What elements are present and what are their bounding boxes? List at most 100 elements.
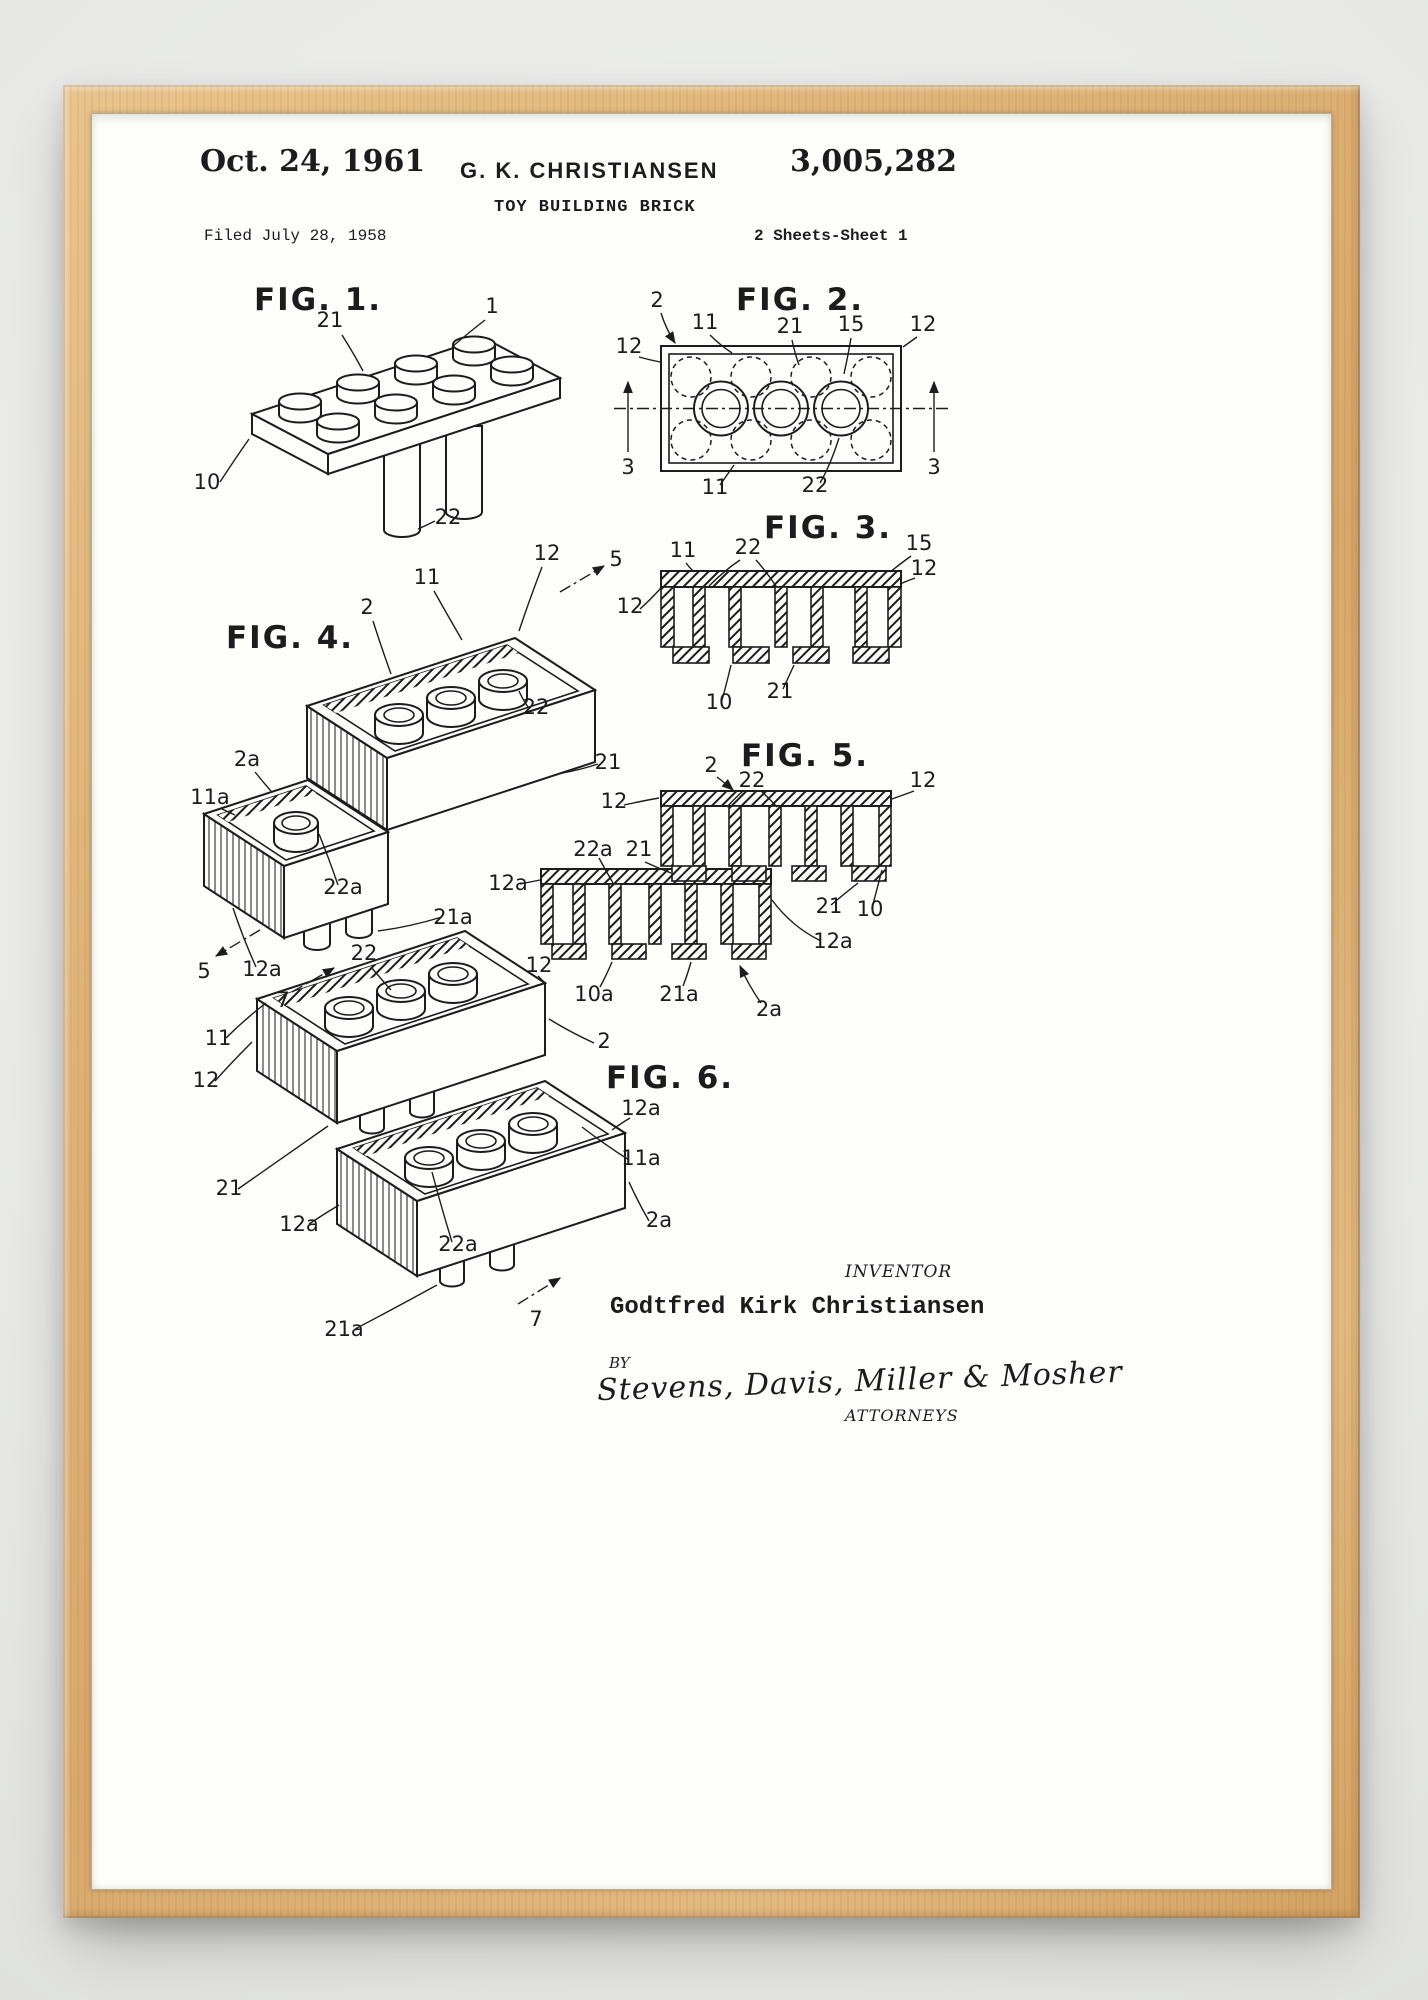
ref-numeral: 5: [197, 959, 210, 983]
ref-numeral: 11: [414, 565, 441, 589]
ref-numeral: 11: [205, 1026, 232, 1050]
patent-author: G. K. CHRISTIANSEN: [460, 158, 719, 183]
ref-numeral: 11a: [621, 1146, 661, 1170]
ref-numeral: 11: [670, 538, 697, 562]
figure-1-leader-lines: [219, 319, 486, 530]
figure-2-leader-lines: [638, 312, 918, 486]
ref-numeral: 10: [857, 897, 884, 921]
ref-numeral: 15: [906, 531, 933, 555]
figure-6-drawing: FIG. 6.: [193, 929, 734, 1341]
ref-numeral: 11: [692, 310, 719, 334]
patent-sheet: Oct. 24, 1961 G. K. CHRISTIANSEN TOY BUI…: [91, 113, 1332, 1890]
figure-2-label: FIG. 2.: [736, 282, 864, 318]
ref-numeral: 12: [910, 312, 937, 336]
figure-3-section-shape: [660, 570, 902, 664]
attorneys-label: ATTORNEYS: [845, 1406, 959, 1425]
ref-numeral: 12: [526, 953, 553, 977]
ref-numeral: 12a: [279, 1212, 319, 1236]
inventor-name: Godtfred Kirk Christiansen: [610, 1294, 985, 1321]
ref-numeral: 3: [927, 455, 940, 479]
ref-numeral: 21: [816, 894, 843, 918]
ref-numeral: 22: [351, 941, 378, 965]
ref-numeral: 2a: [234, 747, 260, 771]
ref-numeral: 12: [601, 789, 628, 813]
filed-date: Filed July 28, 1958: [204, 227, 387, 245]
ref-numeral: 21a: [433, 905, 473, 929]
figure-4-leader-lines: [219, 566, 599, 968]
figure-6-upper-brick-shape: [254, 929, 548, 1135]
patent-drawing: FIG. 1.: [190, 282, 950, 1341]
figure-6-leader-lines: [214, 966, 650, 1330]
ref-numeral: 22a: [323, 875, 363, 899]
ref-numeral: 12a: [242, 957, 282, 981]
figure-5-label: FIG. 5.: [741, 738, 869, 774]
ref-numeral: 21: [777, 314, 804, 338]
ref-numeral: 7: [529, 1307, 542, 1331]
ref-numeral: 2a: [646, 1208, 672, 1232]
ref-numeral: 10: [706, 690, 733, 714]
figure-1-label: FIG. 1.: [254, 282, 382, 318]
ref-numeral: 12: [617, 594, 644, 618]
ref-numeral: 5: [609, 547, 622, 571]
ref-numeral: 22: [435, 505, 462, 529]
ref-numeral: 22: [739, 768, 766, 792]
figure-6-label: FIG. 6.: [606, 1060, 734, 1096]
ref-numeral: 10: [194, 470, 221, 494]
ref-numeral: 7: [276, 988, 289, 1012]
ref-numeral: 3: [621, 455, 634, 479]
figure-3-leader-lines: [639, 555, 916, 701]
figure-4-label: FIG. 4.: [226, 620, 354, 656]
ref-numeral: 22: [802, 473, 829, 497]
figure-4-drawing: FIG. 4.: [190, 541, 622, 983]
figure-3-label: FIG. 3.: [764, 510, 892, 546]
ref-numeral: 12a: [621, 1096, 661, 1120]
ref-numeral: 12a: [813, 929, 853, 953]
ref-numeral: 12: [910, 768, 937, 792]
figure-1-drawing: FIG. 1.: [194, 282, 563, 538]
ref-numeral: 2a: [756, 997, 782, 1021]
figure-2-drawing: FIG. 2.: [614, 282, 950, 499]
figure-6-lower-brick-shape: [334, 1079, 628, 1288]
ref-numeral: 21a: [324, 1317, 364, 1341]
ref-numeral: 12a: [488, 871, 528, 895]
ref-numeral: 21a: [659, 982, 699, 1006]
ref-numeral: 12: [534, 541, 561, 565]
ref-numeral: 21: [317, 308, 344, 332]
ref-numeral: 2: [704, 753, 717, 777]
ref-numeral: 2: [650, 288, 663, 312]
figure-4-upper-brick-shape: [304, 636, 598, 832]
ref-numeral: 11: [702, 475, 729, 499]
ref-numeral: 1: [485, 294, 498, 318]
ref-numeral: 12: [616, 334, 643, 358]
ref-numeral: 22a: [438, 1232, 478, 1256]
inventor-label: INVENTOR: [845, 1262, 953, 1282]
ref-numeral: 22: [523, 695, 550, 719]
ref-numeral: 21: [216, 1176, 243, 1200]
ref-numeral: 12: [193, 1068, 220, 1092]
ref-numeral: 2: [360, 595, 373, 619]
figure-4-section-arrows: [214, 565, 606, 957]
sheet-info: 2 Sheets-Sheet 1: [754, 227, 908, 245]
patent-number: 3,005,282: [790, 144, 958, 179]
figure-1-brick-shape: [249, 335, 563, 538]
poster-frame: Oct. 24, 1961 G. K. CHRISTIANSEN TOY BUI…: [63, 85, 1360, 1918]
patent-date: Oct. 24, 1961: [200, 144, 426, 179]
figure-2-plan-shape: [614, 345, 950, 472]
ref-numeral: 21: [767, 679, 794, 703]
by-label: BY: [609, 1354, 630, 1372]
ref-numeral: 12: [911, 556, 938, 580]
figure-3-drawing: FIG. 3.: [617, 510, 938, 714]
patent-title: TOY BUILDING BRICK: [494, 198, 696, 217]
ref-numeral: 2: [597, 1029, 610, 1053]
figure-4-lower-brick-shape: [201, 778, 391, 951]
figure-5-drawing: FIG. 5.: [488, 738, 936, 1021]
figure-6-section-arrows: [291, 967, 562, 1305]
ref-numeral: 22: [735, 535, 762, 559]
figure-5-leader-lines: [519, 776, 915, 1004]
ref-numeral: 21: [626, 837, 653, 861]
ref-numeral: 21: [595, 750, 622, 774]
figure-5-lower-section-shape: [540, 868, 772, 960]
ref-numeral: 11a: [190, 785, 230, 809]
ref-numeral: 10a: [574, 982, 614, 1006]
